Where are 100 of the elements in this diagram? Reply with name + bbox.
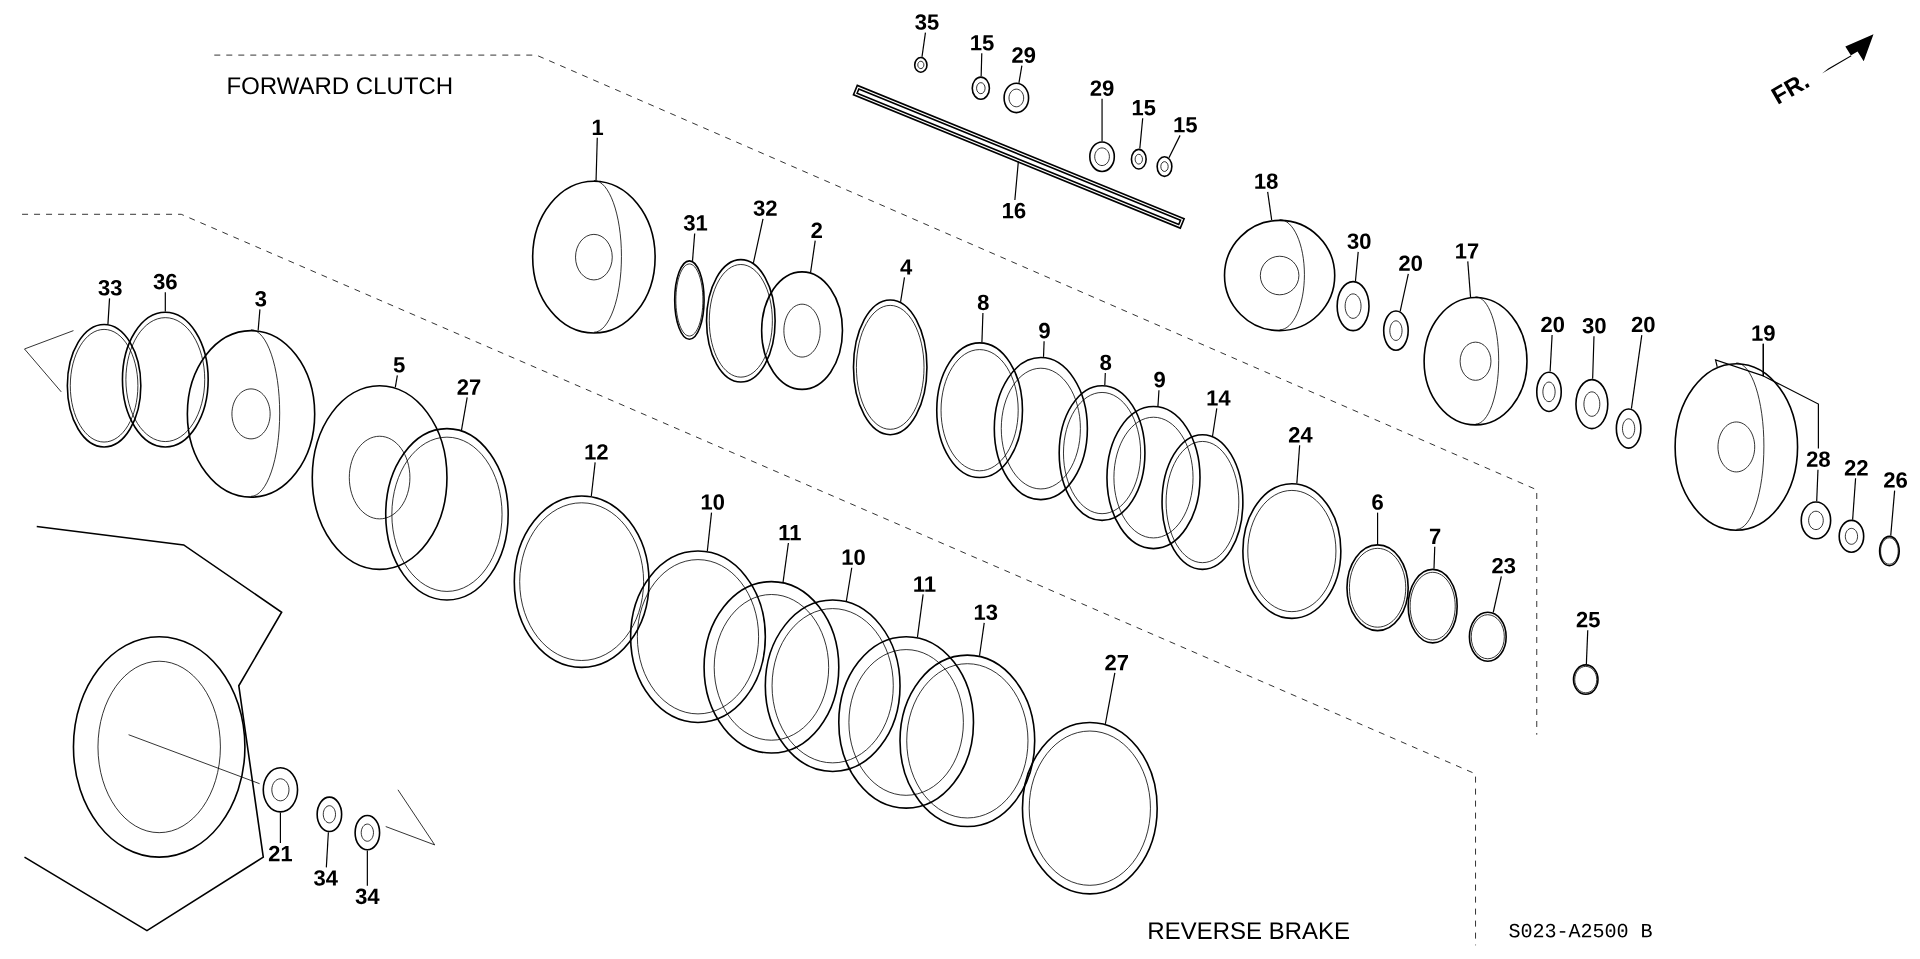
snap-ring	[384, 427, 509, 601]
leader-line	[1018, 65, 1023, 84]
washer	[1800, 501, 1832, 540]
leader-line	[325, 831, 329, 868]
leader-line	[916, 593, 924, 638]
leader-line	[595, 137, 598, 182]
callout-number: 25	[1576, 611, 1600, 628]
callout-number: 9	[1039, 322, 1050, 339]
leader-line	[366, 850, 368, 887]
leader-line	[394, 374, 398, 388]
callout-number: 2	[811, 222, 822, 238]
leader-line	[1592, 335, 1595, 380]
callout-number: 21	[268, 845, 292, 862]
clutch-plate	[629, 550, 767, 724]
clutch-drum	[186, 329, 316, 498]
callout-number: 16	[1003, 202, 1026, 219]
leader-line	[1104, 672, 1116, 725]
leader-line	[1762, 343, 1819, 450]
leader-line	[1816, 469, 1819, 502]
callout-number: 18	[1255, 173, 1278, 189]
callout-number: 34	[314, 870, 338, 886]
callout-number: 33	[98, 280, 122, 296]
callout-number: 4	[900, 259, 913, 275]
seal-ring	[121, 311, 209, 448]
callout-number: 34	[355, 888, 380, 905]
leader-line	[1354, 251, 1359, 282]
callout-number: 35	[915, 14, 939, 30]
leader-line	[1168, 134, 1181, 159]
group-title: FORWARD CLUTCH	[228, 77, 452, 95]
callout-number: 30	[1582, 317, 1606, 334]
leader-line	[845, 567, 853, 602]
snap-ring	[1878, 535, 1900, 567]
clutch-plate	[1161, 433, 1244, 571]
clutch-plate	[935, 342, 1024, 479]
group-title: REVERSE BRAKE	[1149, 922, 1349, 940]
callout-number: 15	[971, 35, 994, 51]
callout-number: 27	[457, 379, 481, 395]
callout-number: 30	[1347, 233, 1371, 250]
callout-number: 1	[592, 119, 604, 135]
leader-line	[1377, 512, 1379, 545]
washer	[1130, 148, 1147, 170]
callout-number: 29	[1012, 47, 1036, 63]
seal-ring	[513, 495, 650, 669]
callout-number: 9	[1154, 371, 1165, 388]
washer	[316, 796, 343, 833]
callout-number: 15	[1132, 100, 1156, 116]
callout-number: 15	[1174, 117, 1197, 133]
clutch-plate	[764, 599, 901, 773]
callout-number: 7	[1429, 528, 1441, 544]
seal-ring	[1407, 568, 1458, 644]
snap-ring	[1468, 611, 1507, 663]
callout-number: 17	[1456, 243, 1479, 259]
leader-line	[257, 308, 261, 331]
callout-number: 32	[753, 200, 777, 216]
leader-line	[1211, 407, 1218, 437]
leader-line	[1042, 340, 1045, 358]
leader-line	[980, 52, 983, 77]
leader-line	[1101, 98, 1103, 142]
callout-number: 12	[585, 444, 608, 460]
washer	[1575, 378, 1609, 430]
callout-number: 36	[153, 273, 177, 290]
leader-line	[279, 812, 281, 844]
leader-line	[1157, 389, 1160, 407]
washer	[1838, 519, 1865, 554]
washer	[1382, 310, 1409, 351]
callout-number: 23	[1492, 557, 1516, 574]
leader-line	[782, 542, 789, 583]
piston	[311, 384, 448, 571]
seal-ring	[66, 323, 142, 448]
leader-line	[1890, 490, 1896, 537]
leader-line	[810, 240, 816, 273]
leader-line	[1630, 334, 1643, 410]
washer	[1156, 155, 1173, 178]
callout-number: 14	[1207, 390, 1231, 406]
callout-number: 19	[1752, 325, 1775, 341]
callout-number: 22	[1844, 460, 1868, 476]
leader-line	[1852, 477, 1857, 521]
callout-number: 3	[255, 291, 267, 307]
clutch-plate	[899, 654, 1036, 828]
clutch-drum	[1423, 296, 1528, 426]
callout-number: 24	[1288, 427, 1313, 443]
friction-disc	[838, 635, 975, 809]
snap-ring	[1572, 664, 1599, 696]
leader-line	[107, 297, 111, 325]
friction-disc	[703, 580, 840, 754]
washer	[1615, 408, 1642, 449]
direction-label: FR.	[1770, 77, 1810, 105]
leader-line	[921, 32, 927, 58]
leader-line	[706, 512, 713, 552]
leader-line	[460, 396, 468, 431]
gear	[1223, 219, 1336, 332]
leader-line	[1433, 546, 1436, 570]
callout-number: 10	[842, 549, 865, 565]
leader-line	[1267, 191, 1273, 221]
callout-number: 8	[1100, 354, 1112, 371]
snap-ring	[1021, 721, 1158, 895]
callout-number: 5	[393, 357, 405, 373]
callout-number: 11	[779, 525, 801, 541]
clutch-drum	[1674, 362, 1799, 531]
needle-bearing	[1089, 141, 1116, 173]
